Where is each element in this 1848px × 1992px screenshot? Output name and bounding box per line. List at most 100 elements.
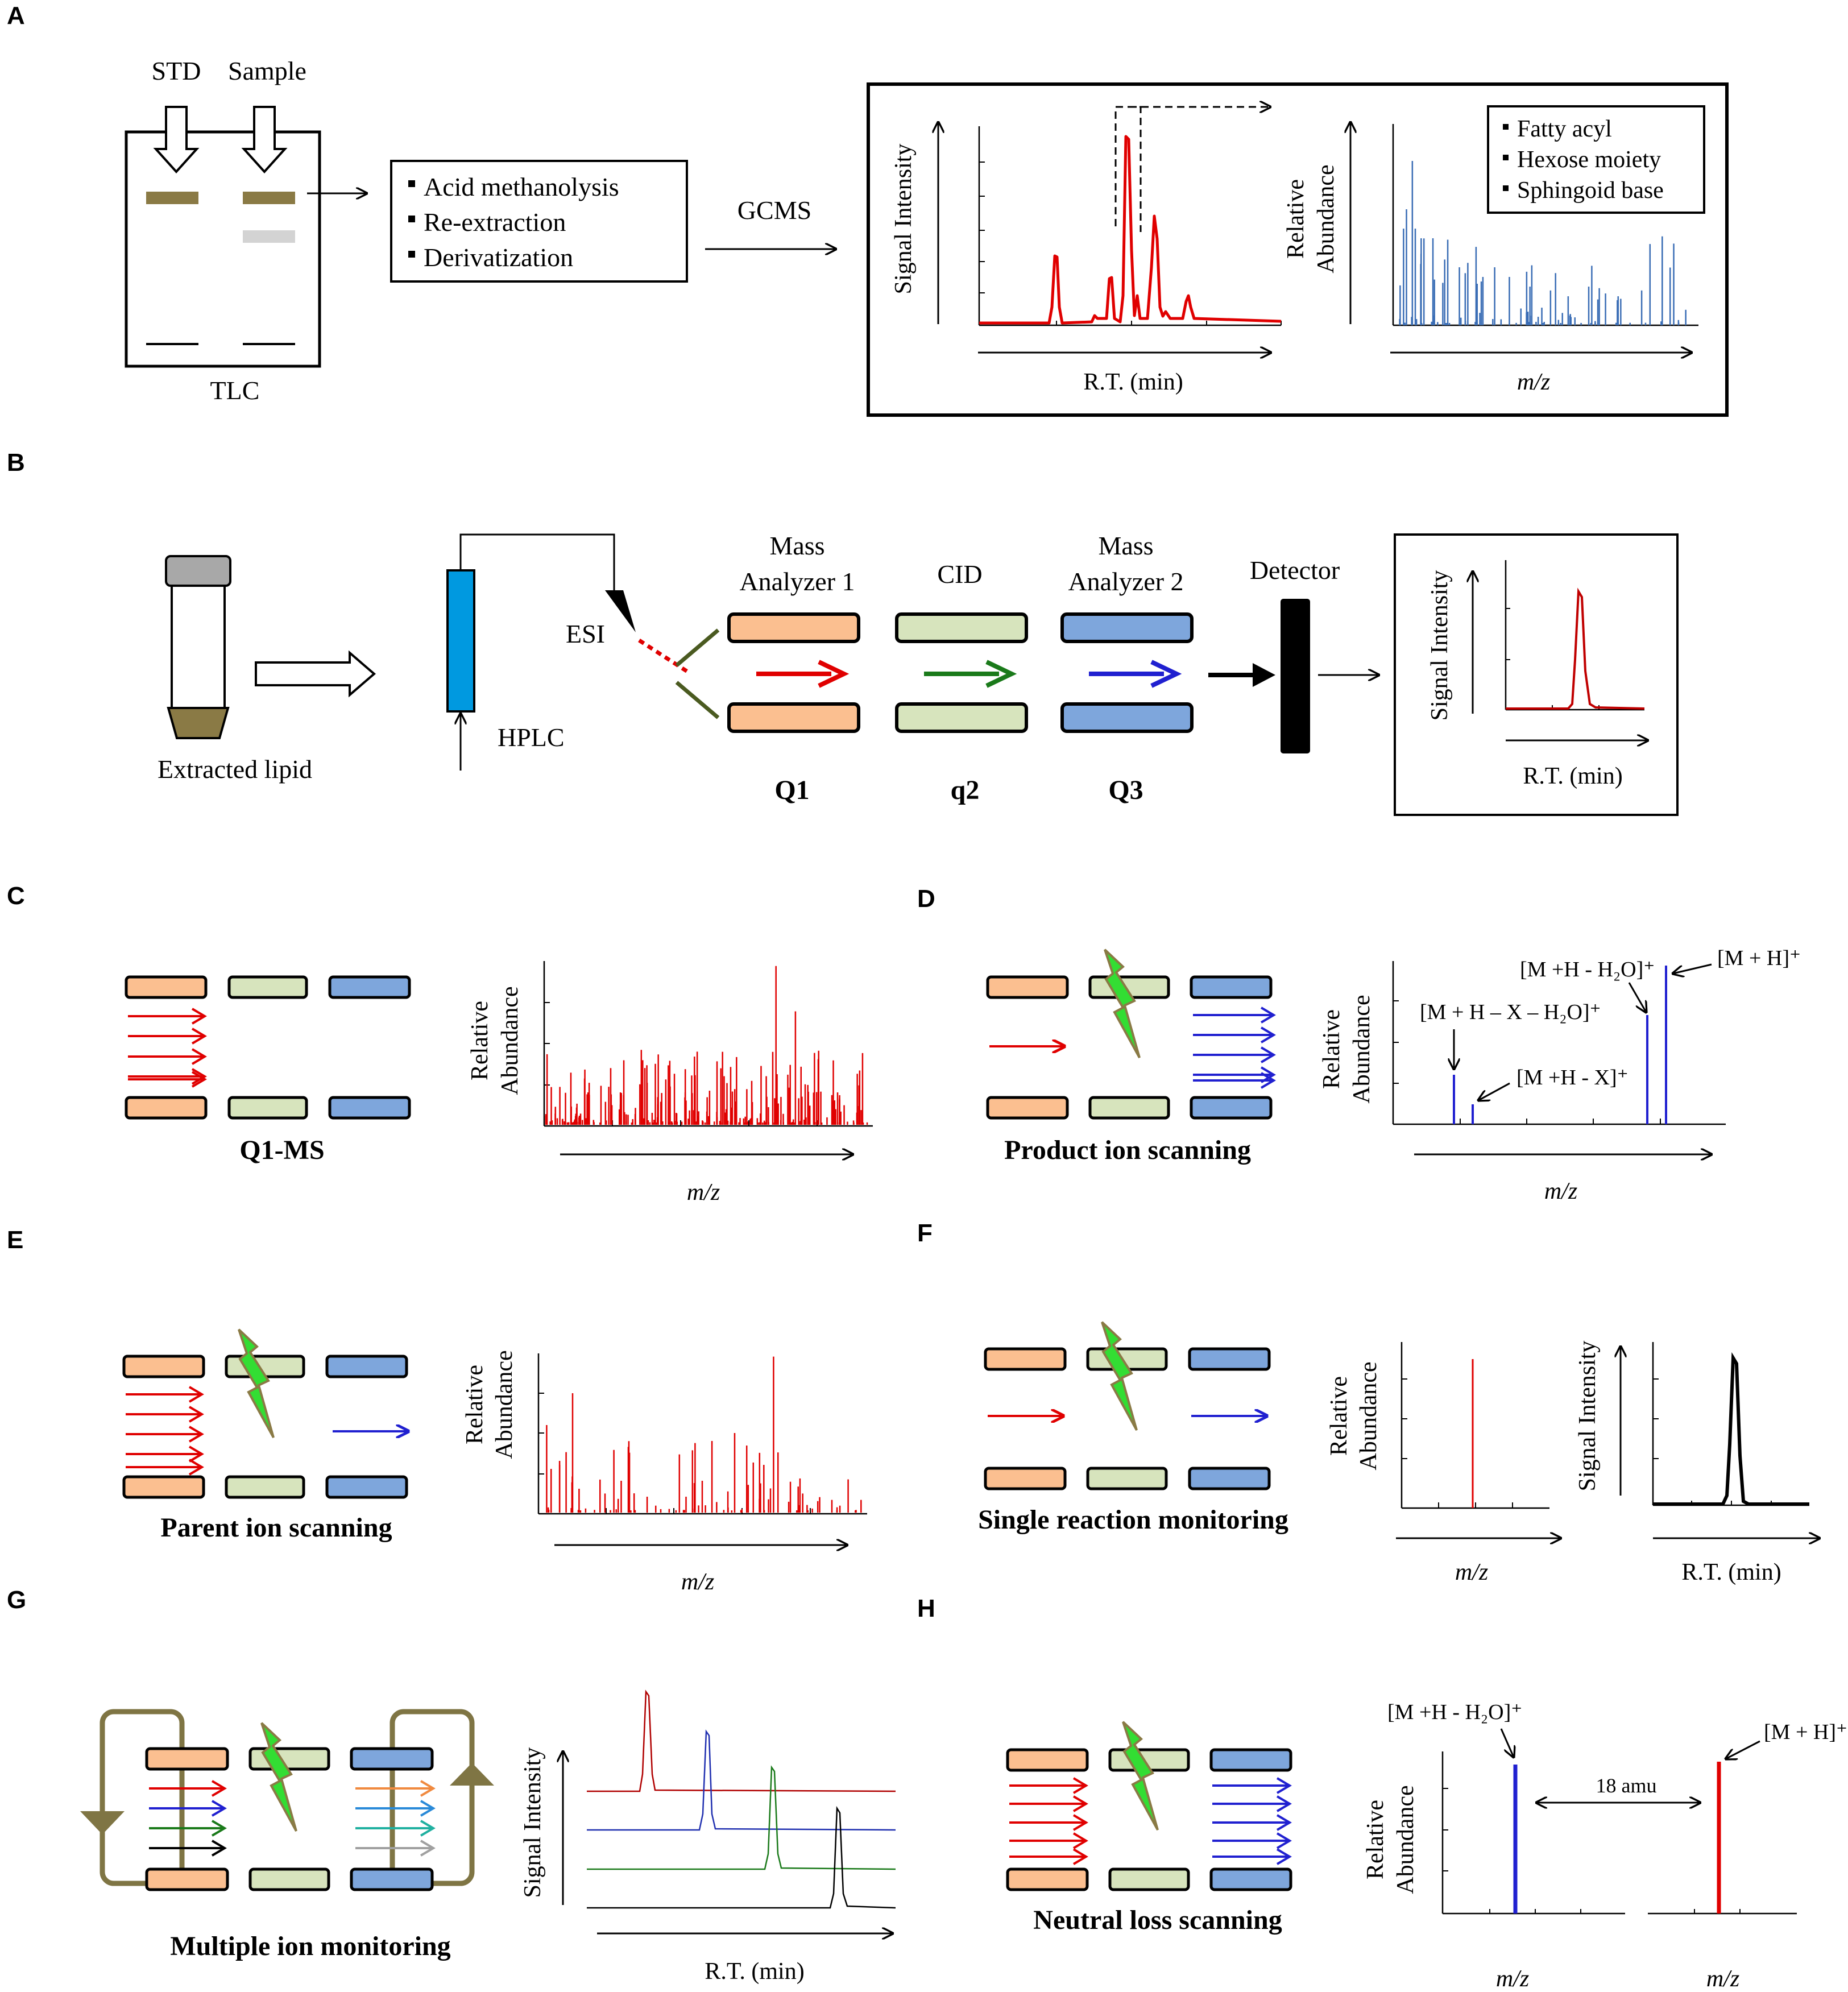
step-2: Re-extraction xyxy=(424,208,566,237)
ion-arrow-head xyxy=(1276,1848,1292,1865)
e-ylabel-2: Abundance xyxy=(491,1350,517,1459)
panel-c: C Q1-MS Relative Abundance m/z xyxy=(7,882,873,1206)
mrm-trace-3 xyxy=(587,1765,896,1870)
detector-label: Detector xyxy=(1250,556,1340,585)
gcms-label: GCMS xyxy=(737,196,811,225)
ion-arrow-head xyxy=(1072,1832,1088,1849)
tlc-plate xyxy=(125,130,321,368)
mrm-trace-2 xyxy=(587,1729,896,1831)
q1-label: Q1 xyxy=(774,775,809,805)
panel-letter-b: B xyxy=(7,449,25,477)
component-1: Fatty acyl xyxy=(1517,116,1612,142)
gc-chromatogram-trace xyxy=(979,135,1282,325)
b-ylabel: Signal Intensity xyxy=(1427,570,1453,721)
mrm-ion-arrows xyxy=(149,1780,436,1857)
ion-arrow-head xyxy=(188,1446,204,1463)
q1-scan-ion-arrows xyxy=(128,1008,207,1088)
cid-label: CID xyxy=(937,560,982,589)
ion-arrow-head xyxy=(188,1386,204,1403)
f-ylabel-2: Abundance xyxy=(1356,1361,1382,1470)
q1-rod-bottom xyxy=(122,1475,205,1499)
ann-mh-h2o: [M +H - H₂O]⁺ xyxy=(1520,958,1655,981)
ion-arrow-head xyxy=(191,1028,207,1045)
ion-arrow-head xyxy=(188,1459,204,1476)
panel-letter-e: E xyxy=(7,1226,23,1254)
to-detector-arrow-head xyxy=(1253,663,1275,687)
mrm-trace-4 xyxy=(587,1805,896,1909)
q1-rod-top xyxy=(727,612,860,643)
q2-rod-top xyxy=(895,612,1028,643)
tlc-label: TLC xyxy=(210,376,260,405)
panel-d: D Product ion scanning Relative Abundanc… xyxy=(917,885,1801,1204)
lipid-sample xyxy=(167,707,230,739)
esi-needle xyxy=(605,590,636,632)
q1-rod-bottom xyxy=(727,702,860,733)
sample-band-faint xyxy=(243,230,295,243)
f-xlabel-chrom: R.T. (min) xyxy=(1681,1559,1781,1585)
q1-rod-top xyxy=(122,1355,205,1378)
chrom-ylabel: Signal Intensity xyxy=(890,144,917,295)
q1-rod-bottom xyxy=(1006,1867,1089,1891)
q3-rod-bottom xyxy=(328,1096,411,1120)
srm-chromatogram-trace xyxy=(1506,587,1645,710)
q3-rod-bottom xyxy=(1188,1467,1271,1490)
srm-output-box xyxy=(1394,533,1679,816)
panel-letter-h: H xyxy=(917,1595,935,1622)
panel-e: E Parent ion scanning Relative Abundance… xyxy=(7,1226,867,1595)
mrm-trace-1 xyxy=(587,1689,896,1792)
parent-ion-spectrum xyxy=(546,1356,862,1513)
ion-lens-upper xyxy=(675,628,720,667)
sample-band xyxy=(243,192,295,204)
parent-scan-ion-arrows xyxy=(126,1386,204,1476)
q3-rod-bottom xyxy=(1060,702,1194,733)
q1-rod-top xyxy=(1006,1748,1089,1772)
ion-arrow-head xyxy=(1072,1795,1088,1812)
ion-arrow-head xyxy=(1260,1026,1276,1043)
ion-arrow-head xyxy=(1276,1777,1292,1794)
gc-mass-spectrum xyxy=(1399,161,1687,325)
ion-arrow-head xyxy=(191,1048,207,1065)
ion-arrow-head xyxy=(1276,1832,1292,1849)
ma1-label-line1: Mass xyxy=(769,531,824,560)
d-xlabel: m/z xyxy=(1544,1178,1577,1204)
q1-rod-bottom xyxy=(145,1867,229,1891)
ion-arrow-head xyxy=(1260,1072,1276,1089)
q3-rod-top xyxy=(350,1747,434,1771)
q3-rod-bottom xyxy=(1190,1096,1273,1120)
ann-mh: [M + H]⁺ xyxy=(1717,946,1801,970)
f-ms-ticks xyxy=(1402,1378,1513,1508)
h-xlabel-1: m/z xyxy=(1496,1966,1529,1992)
std-label: STD xyxy=(152,56,201,85)
ion-arrow-head xyxy=(1072,1777,1088,1794)
component-bullet xyxy=(1503,124,1509,130)
q1-rod-bottom xyxy=(984,1467,1067,1490)
esi-label: ESI xyxy=(566,619,605,648)
ann-mhx-pointer xyxy=(1478,1082,1510,1100)
ann-mhx: [M +H - X]⁺ xyxy=(1516,1066,1629,1090)
step-3: Derivatization xyxy=(424,243,573,272)
extracted-lipid-label: Extracted lipid xyxy=(158,755,312,784)
mode-label-product: Product ion scanning xyxy=(1004,1135,1251,1165)
peak-selection-bracket xyxy=(1114,106,1142,232)
ion-arrow-head xyxy=(191,1008,207,1025)
ion-arrow-head xyxy=(1276,1795,1292,1812)
q3-loop xyxy=(390,1709,475,1886)
vial-cap xyxy=(165,555,231,587)
q2-rod-bottom xyxy=(1086,1467,1168,1490)
h-ylabel-1: Relative xyxy=(1362,1800,1389,1879)
d-ylabel-1: Relative xyxy=(1319,1009,1345,1089)
q3-rod-top xyxy=(328,975,411,999)
ann-mh-pointer xyxy=(1726,1740,1760,1759)
ion-path-q2-head xyxy=(985,660,1017,688)
h-xlabel-2: m/z xyxy=(1706,1966,1739,1992)
ion-path-q3-head xyxy=(1150,660,1182,688)
cid-lightning-icon xyxy=(1122,1721,1159,1831)
ion-lens-lower xyxy=(675,681,720,719)
ion-arrow-head xyxy=(211,1820,227,1837)
ion-arrow-head xyxy=(188,1406,204,1423)
f-ylabel-chrom: Signal Intensity xyxy=(1574,1341,1601,1492)
tubing xyxy=(459,533,615,590)
q2-rod-top xyxy=(248,1747,330,1771)
q2-rod-bottom xyxy=(225,1475,305,1499)
ion-arrow-head xyxy=(188,1426,204,1443)
